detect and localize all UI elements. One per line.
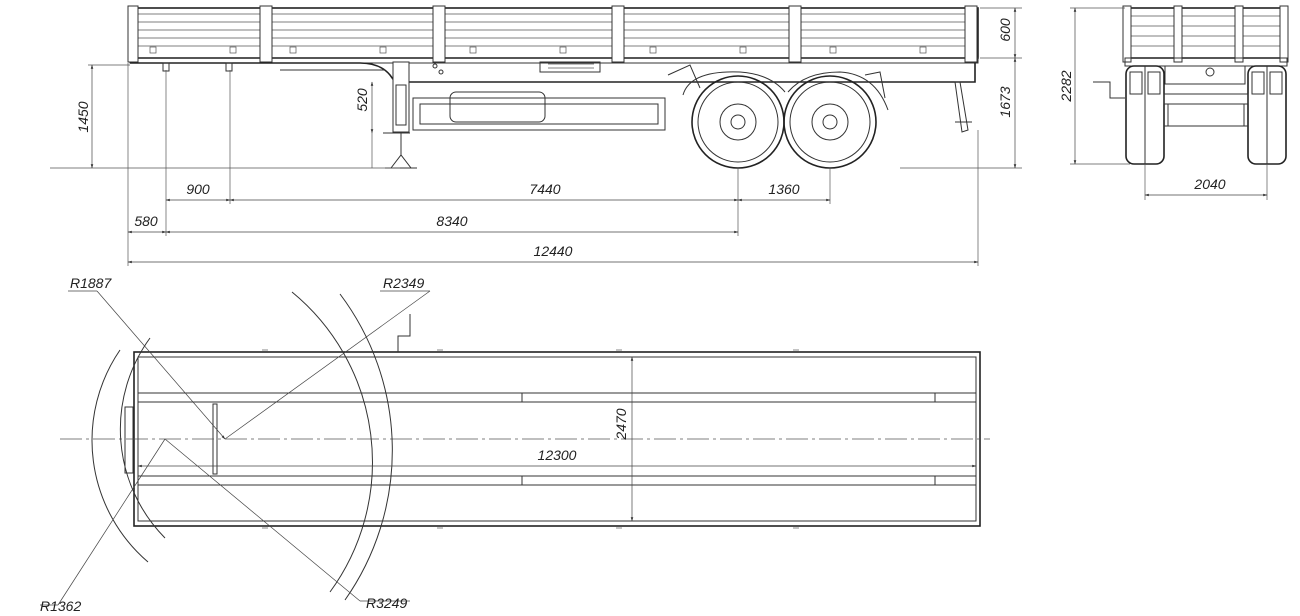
top-view	[40, 290, 990, 606]
crank-handle	[1093, 81, 1125, 99]
side-view-dimensions: 1450 600 1673 520 900 7440 1360 580 8340…	[75, 7, 1017, 264]
rear-board	[1124, 7, 1288, 59]
crank-handle-top	[397, 314, 411, 352]
dim-fifth-wheel-520: 520	[354, 88, 370, 112]
frame-beam-lower	[137, 475, 977, 486]
dim-overall-height-2282: 2282	[1058, 70, 1074, 102]
dim-track-2040: 2040	[1193, 176, 1225, 192]
mudguard-rear	[787, 71, 889, 111]
dim-wheelbase-8340: 8340	[436, 213, 467, 229]
dim-deck-1673: 1673	[997, 86, 1013, 117]
dim-body-width-2470: 2470	[613, 408, 629, 440]
rear-view-dimensions: 2282 2040	[1058, 7, 1268, 197]
dim-kingpin-axle-7440: 7440	[529, 181, 560, 197]
rear-view-right-wheels	[1247, 65, 1287, 165]
side-view	[50, 5, 1022, 266]
rear-view-left-wheels	[1125, 65, 1165, 165]
radius-r1362: R1362	[40, 598, 81, 614]
turning-radius-arcs	[91, 291, 393, 601]
rear-view	[1070, 5, 1289, 200]
side-board	[129, 7, 979, 59]
spare-wheel-carrier	[412, 97, 666, 131]
radius-r3249: R3249	[366, 595, 407, 611]
dim-overall-12440: 12440	[534, 243, 573, 259]
radius-r1887: R1887	[70, 275, 112, 291]
dim-height-1450: 1450	[75, 101, 91, 132]
frame-beam-upper	[137, 392, 977, 403]
radius-r2349: R2349	[383, 275, 424, 291]
dim-board-600: 600	[997, 18, 1013, 42]
dim-kingpin-900: 900	[186, 181, 210, 197]
dim-front-overhang-580: 580	[134, 213, 158, 229]
mudguard-front	[682, 71, 786, 96]
board-posts	[127, 5, 978, 63]
rear-axle-wheels	[691, 75, 877, 169]
top-view-dimensions: R1887 R2349 R1362 R3249 12300 2470	[40, 275, 977, 614]
dim-body-length-12300: 12300	[538, 447, 577, 463]
rear-bumper	[954, 81, 969, 133]
dim-axle-spread-1360: 1360	[768, 181, 799, 197]
landing-gear	[383, 61, 444, 169]
